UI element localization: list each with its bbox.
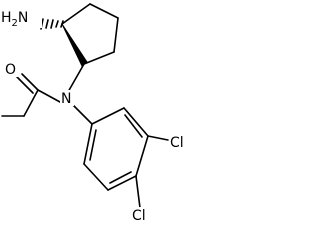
ring-bond-c2-c3 xyxy=(89,3,119,19)
nitrogen-label: N xyxy=(61,91,71,107)
benzene-ring xyxy=(83,107,149,191)
bond-n-aryl xyxy=(71,103,93,125)
bold-wedge-bond xyxy=(61,23,88,67)
oxygen-label: O xyxy=(5,62,16,78)
ring-bond-c3-c4 xyxy=(113,17,119,53)
bond-c5-n xyxy=(67,63,85,93)
oxygen-label-bg xyxy=(4,61,18,77)
molecule-svg: H2N N O Cl Cl xyxy=(0,3,193,224)
chlorine-4-label-bg xyxy=(130,207,154,223)
ring-bond-c1-c2 xyxy=(61,3,91,25)
chlorine-4-label: Cl xyxy=(132,208,146,224)
chlorine-3-label-bg xyxy=(169,134,193,150)
ring-bond-c4-c5 xyxy=(83,51,115,65)
bond-n-carbonyl xyxy=(37,89,61,103)
nitrogen-label-bg xyxy=(60,90,74,106)
bond-carbonyl-ch2 xyxy=(23,89,39,117)
amine-label: H2N xyxy=(1,10,28,29)
hashed-wedge-bond-nh2 xyxy=(40,18,64,30)
amine-label-bg xyxy=(0,8,42,28)
structure-diagram: H2N N O Cl Cl xyxy=(0,3,193,224)
bond-c3-cl xyxy=(147,135,169,141)
carbonyl-double-bond xyxy=(16,73,39,94)
bond-c4-cl xyxy=(135,175,141,209)
cyclopentane-ring xyxy=(61,3,119,65)
chlorine-3-label: Cl xyxy=(170,135,184,151)
